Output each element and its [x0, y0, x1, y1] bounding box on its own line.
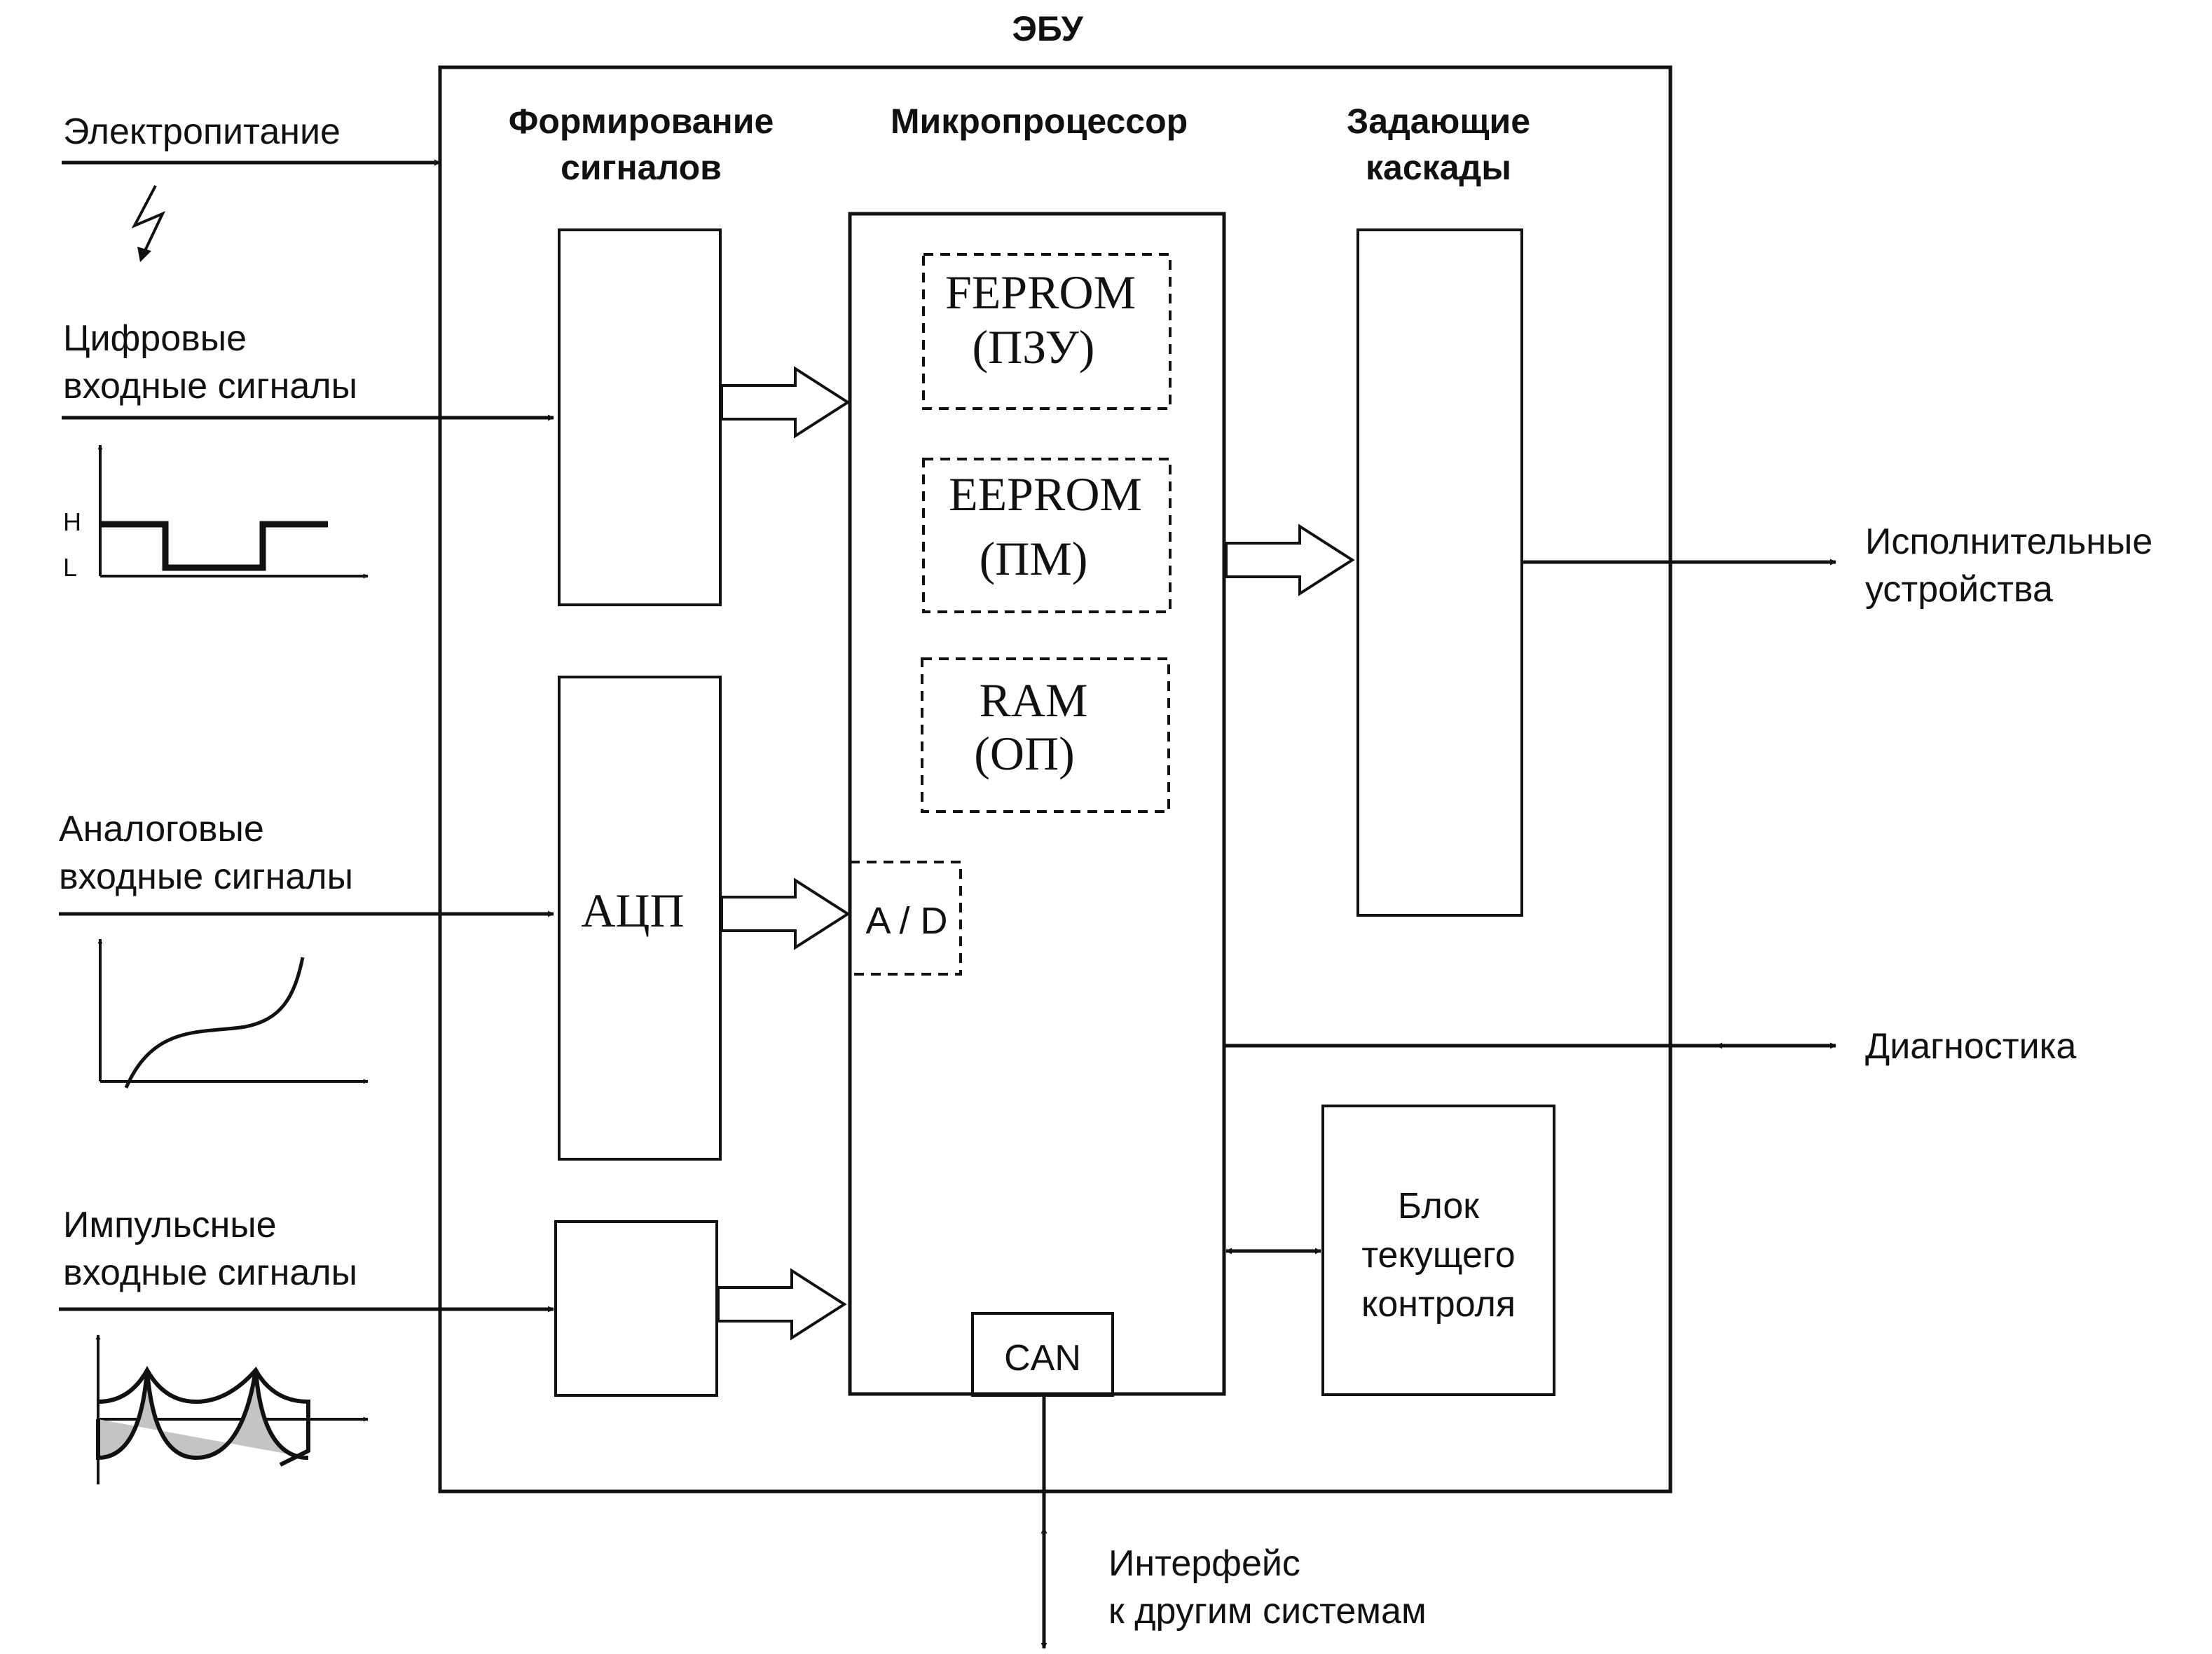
cpu-to-drivers-arrow — [1225, 524, 1355, 596]
interface-label-1: Интерфейс — [1108, 1543, 1300, 1584]
ram-sublabel: (ОП) — [974, 727, 1075, 780]
ad-label: A / D — [865, 900, 947, 942]
drivers-block — [1356, 228, 1523, 917]
actuators-label-2: устройства — [1865, 569, 2053, 610]
digital-shaping-block — [558, 228, 722, 606]
digital-label-1: Цифровые — [63, 318, 247, 359]
analog-curve-icon — [97, 938, 369, 1088]
feprom-sublabel: (ПЗУ) — [973, 320, 1095, 374]
ecu-title: ЭБУ — [1012, 9, 1083, 48]
pulse-waveform-icon — [95, 1334, 369, 1484]
lightning-icon — [131, 185, 166, 262]
power-label: Электропитание — [63, 111, 341, 152]
diagnostics-label: Диагностика — [1865, 1026, 2077, 1067]
interface-label-2: к другим системам — [1108, 1591, 1427, 1632]
level-high-label: H — [63, 507, 81, 536]
pulse-to-cpu-arrow — [717, 1268, 847, 1341]
digital-label-2: входные сигналы — [63, 366, 357, 406]
eeprom-label: EEPROM — [949, 467, 1142, 521]
monitor-label-3: контроля — [1361, 1284, 1516, 1325]
eeprom-sublabel: (ПМ) — [980, 532, 1088, 585]
monitor-block — [1321, 1105, 1555, 1396]
actuators-label-1: Исполнительные — [1865, 521, 2152, 562]
pulse-label-2: входные сигналы — [63, 1252, 357, 1293]
digital-waveform-icon — [97, 444, 369, 579]
ram-block — [921, 657, 1170, 813]
eeprom-block — [922, 458, 1172, 613]
adc-label: АЦП — [581, 884, 684, 937]
feprom-block — [922, 253, 1172, 410]
ecu-frame — [438, 65, 1672, 1494]
ram-label: RAM — [980, 674, 1088, 727]
pulse-label-1: Импульсные — [63, 1205, 277, 1245]
monitor-label-2: текущего — [1361, 1235, 1515, 1276]
level-low-label: L — [63, 553, 77, 582]
digital-to-cpu-arrow — [720, 366, 851, 439]
header-signal-shaping-2: сигналов — [561, 148, 722, 187]
header-drivers-1: Задающие — [1347, 102, 1530, 141]
header-signal-shaping-1: Формирование — [509, 102, 774, 141]
feprom-label: FEPROM — [945, 266, 1136, 319]
ad-converter-block — [849, 861, 962, 976]
header-drivers-2: каскады — [1366, 148, 1511, 187]
adc-to-cpu-arrow — [720, 877, 851, 950]
header-microprocessor: Микропроцессор — [891, 102, 1188, 141]
analog-label-1: Аналоговые — [59, 809, 264, 849]
analog-label-2: входные сигналы — [59, 856, 353, 897]
pulse-shaping-block — [554, 1220, 718, 1397]
monitor-label-1: Блок — [1398, 1186, 1479, 1226]
can-label: CAN — [1004, 1338, 1081, 1379]
